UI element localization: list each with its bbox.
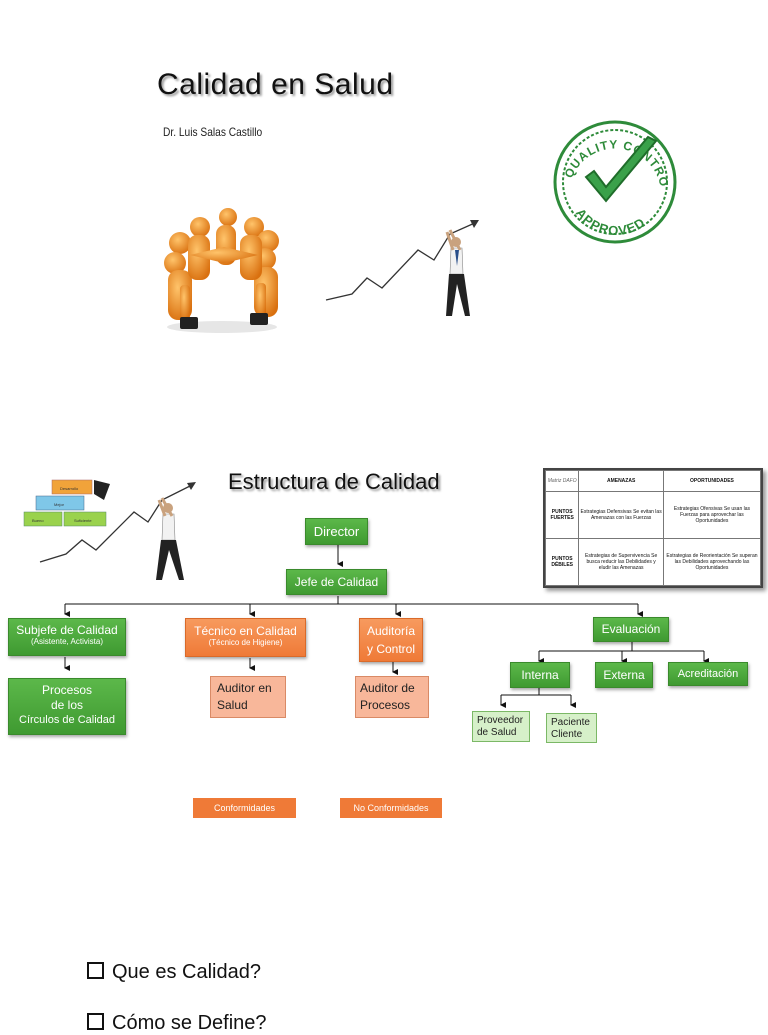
slide2-title: Estructura de Calidad [228,469,440,494]
org-node-acreditacion: Acreditación [668,662,748,686]
stamp-top-text: QUALITY CONTROL [548,115,670,189]
auditor-procesos-line2: Procesos [360,698,411,712]
checkbox-bullet-icon [87,1013,104,1030]
block-label: Mejor [54,502,65,507]
block-label: Suficiente [74,518,92,523]
org-node-jefe: Jefe de Calidad [286,569,387,595]
org-node-director: Director [305,518,368,545]
org-node-externa: Externa [595,662,653,688]
auditoria-label-line1: Auditoría [366,624,416,638]
org-node-auditoria: Auditoría y Control [359,618,423,662]
dafo-header: OPORTUNIDADES [662,470,762,492]
dafo-row-label: PUNTOS FUERTES [544,490,580,539]
procesos-line1: Procesos [41,683,93,697]
org-node-paciente: Paciente Cliente [546,713,597,743]
dafo-corner: Matriz DAFO [544,470,580,492]
dafo-header: AMENAZAS [578,470,664,492]
dafo-cell: Estrategias Ofensivas Se usan las Fuerza… [662,490,762,539]
auditor-salud-line1: Auditor en [217,681,272,695]
growth-arrow-illustration [39,482,196,580]
slide1-title: Calidad en Salud [157,68,394,101]
org-node-proveedor: Proveedor de Salud [472,711,530,742]
slide1-author: Dr. Luis Salas Castillo [163,125,263,139]
bullet-item: Que es Calidad? [87,961,261,984]
org-node-auditor-procesos: Auditor de Procesos [355,676,429,718]
block-label: Desarrollo [60,486,79,491]
dafo-row-label: PUNTOS DÉBILES [544,537,580,587]
org-chart-connectors [64,545,709,708]
block-label: Bueno [32,518,44,523]
subjefe-sublabel: (Asistente, Activista) [30,637,104,646]
stacked-blocks-illustration: Desarrollo Mejor Bueno Suficiente [23,479,110,527]
dafo-matrix: Matriz DAFO AMENAZAS OPORTUNIDADES PUNTO… [543,468,763,588]
growth-arrow-illustration [325,220,479,316]
conformidades-label: Conformidades [193,798,296,818]
bullet-text: Cómo se Define? [112,1012,267,1034]
org-node-tecnico: Técnico en Calidad (Técnico de Higiene) [185,618,306,657]
team-huddle-illustration [164,208,279,333]
paciente-line2: Cliente [551,729,583,740]
procesos-line3: Círculos de Calidad [19,714,115,726]
no-conformidades-label: No Conformidades [340,798,442,818]
tecnico-sublabel: (Técnico de Higiene) [208,638,283,647]
auditoria-label-line2: y Control [366,642,416,656]
org-node-procesos: Procesos de los Círculos de Calidad [8,678,126,735]
checkbox-bullet-icon [87,962,104,979]
org-node-auditor-salud: Auditor en Salud [210,676,286,718]
proveedor-line1: Proveedor [477,715,524,726]
tecnico-label: Técnico en Calidad [194,624,297,638]
quality-control-approved-stamp: QUALITY CONTROL APPROVED [548,115,677,244]
bullet-text: Que es Calidad? [112,961,261,983]
dafo-cell: Estrategias de Reorientación Se superan … [662,537,762,587]
auditor-procesos-line1: Auditor de [360,681,415,695]
subjefe-label: Subjefe de Calidad [16,623,118,637]
org-node-evaluacion: Evaluación [593,617,669,642]
svg-text:QUALITY CONTROL: QUALITY CONTROL [548,115,671,189]
proveedor-line2: de Salud [477,727,517,738]
dafo-cell: Estrategias Defensivas Se evitan las Ame… [578,490,664,539]
org-node-interna: Interna [510,662,570,688]
paciente-line1: Paciente [551,717,590,728]
auditor-salud-line2: Salud [217,698,248,712]
procesos-line2: de los [50,698,84,712]
checkmark-icon [584,135,658,203]
org-node-subjefe: Subjefe de Calidad (Asistente, Activista… [8,618,126,656]
